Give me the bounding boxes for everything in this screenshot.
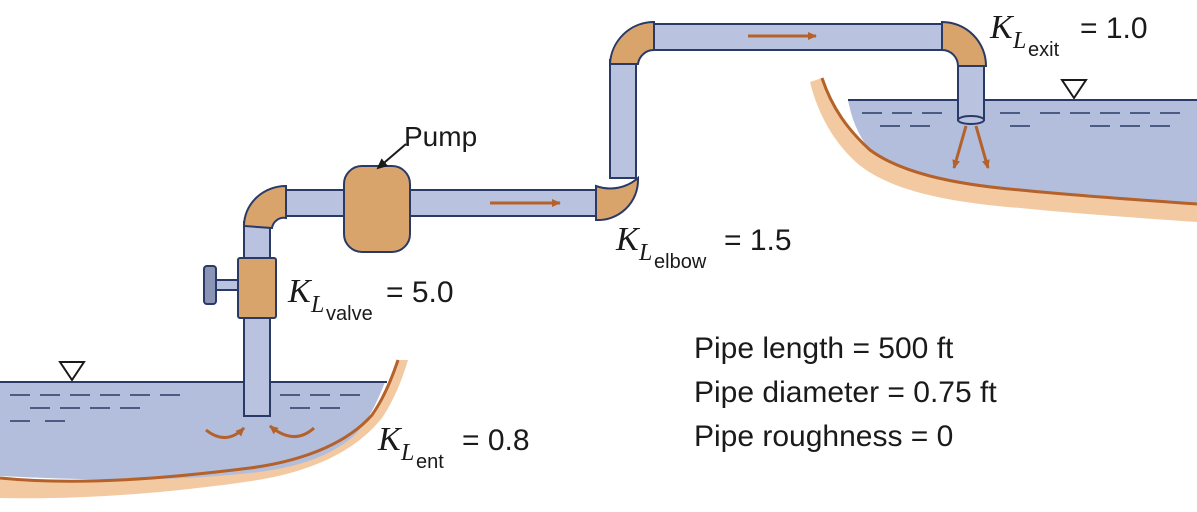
- lower-free-surface-symbol: [58, 361, 86, 382]
- ent-subscript: ent: [416, 451, 444, 473]
- spec-diameter: Pipe diameter = 0.75 ft: [694, 376, 997, 409]
- exit-subscript: exit: [1028, 39, 1060, 61]
- elbow-subscript: elbow: [654, 251, 707, 273]
- outflow-arrow-right: [974, 125, 990, 169]
- pump-pointer: [376, 143, 407, 170]
- lower-water-ripples: [10, 394, 360, 422]
- spec-length: Pipe length = 500 ft: [694, 332, 954, 365]
- entrance-loss-coefficient: K L ent = 0.8: [377, 421, 530, 473]
- elbow-lower-left: [242, 184, 287, 230]
- ent-k-symbol: K: [377, 421, 403, 458]
- flow-arrows: [205, 32, 990, 439]
- ent-l-symbol: L: [400, 440, 414, 466]
- valve: [203, 257, 277, 319]
- exit-loss-coefficient: K L exit = 1.0: [989, 9, 1148, 61]
- valve-body: [237, 257, 277, 319]
- spec-roughness: Pipe roughness = 0: [694, 420, 953, 453]
- lower-reservoir: [0, 359, 408, 499]
- inflow-arrow-right: [269, 424, 316, 438]
- valve-l-symbol: L: [310, 292, 324, 318]
- ent-k-value: = 0.8: [462, 424, 530, 457]
- pump-label: Pump: [404, 121, 477, 152]
- valve-subscript: valve: [326, 303, 373, 325]
- lower-bank-line: [0, 359, 400, 483]
- pipe-to-pump: [284, 189, 348, 217]
- pipe-specs: Pipe length = 500 ft Pipe diameter = 0.7…: [694, 332, 997, 453]
- upper-free-surface-symbol: [1060, 79, 1088, 100]
- discharge-pipe: [957, 63, 985, 121]
- valve-handwheel-icon: [203, 265, 217, 305]
- upper-ground-band: [810, 78, 1197, 222]
- upper-water-ripples: [862, 112, 1180, 127]
- elbow-riser-top: [608, 20, 655, 65]
- valve-stem: [213, 279, 239, 291]
- elbow-k-symbol: K: [615, 221, 641, 258]
- elbows: [242, 20, 988, 230]
- valve-k-symbol: K: [287, 273, 313, 310]
- lower-ground-band: [0, 360, 408, 499]
- lower-water: [0, 382, 385, 480]
- riser-pipe: [609, 59, 637, 179]
- elbow-l-symbol: L: [638, 240, 652, 266]
- inflow-arrow-left: [205, 426, 246, 439]
- elbow-k-value: = 1.5: [724, 224, 792, 257]
- valve-k-value: = 5.0: [386, 276, 454, 309]
- exit-k-value: = 1.0: [1080, 12, 1148, 45]
- elbow-loss-coefficient: K L elbow = 1.5: [615, 221, 792, 273]
- elbow-lower-right: [595, 175, 640, 222]
- upper-water: [848, 100, 1197, 204]
- upper-reservoir: [810, 77, 1197, 222]
- exit-k-symbol: K: [989, 9, 1015, 46]
- discharge-outlet: [957, 115, 985, 125]
- upper-bank-line: [820, 77, 1197, 206]
- outflow-arrow-left: [952, 125, 968, 169]
- elbow-exit: [941, 20, 988, 67]
- pump-body: [343, 165, 411, 253]
- suction-pipe-lower: [243, 315, 271, 417]
- valve-loss-coefficient: K L valve = 5.0: [287, 273, 454, 325]
- exit-l-symbol: L: [1012, 28, 1026, 54]
